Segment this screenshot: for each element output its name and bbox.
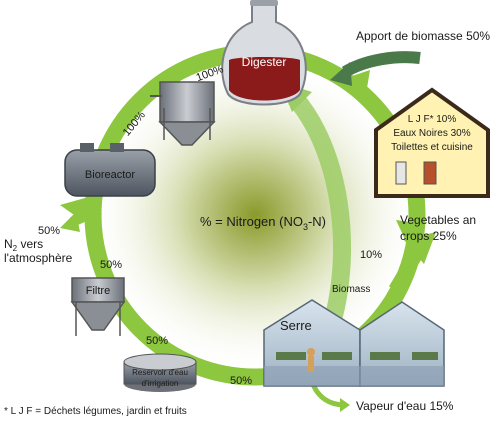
house-line1: L J F* 10% [408, 114, 457, 125]
house-line2: Eaux Noires 30% [393, 128, 470, 139]
pct-filtre-top: 50% [100, 259, 122, 271]
bioreactor-label: Bioreactor [85, 169, 135, 181]
apport-arrowhead [330, 62, 352, 86]
reservoir-tank [123, 353, 197, 392]
filtre-label: Filtre [86, 285, 110, 297]
serre-label: Serre [280, 318, 312, 333]
reservoir-label-line1: Reservoir d'eau [132, 368, 188, 377]
n2-label-line2: l'atmosphère [4, 251, 73, 265]
filtre-silo [70, 277, 126, 336]
n2-arrowhead [60, 212, 80, 232]
vegetables-arrowhead [404, 232, 436, 264]
biomass-label: Biomass [332, 284, 370, 295]
n2-label-line1: N2 vers [4, 237, 43, 253]
house-line3: Toilettes et cuisine [391, 142, 473, 153]
pct-biomass-return: 10% [360, 249, 382, 261]
vegetables-line1: Vegetables an [400, 213, 476, 227]
greenhouse [263, 299, 445, 387]
vegetables-line2: crops 25% [400, 229, 457, 243]
center-label: % = Nitrogen (NO3-N) [200, 214, 326, 232]
ring-arrow-right [396, 220, 424, 250]
reservoir-label-line2: d'irrigation [142, 379, 179, 388]
pct-filtre-bottom: 50% [146, 335, 168, 347]
vapeur-label: Vapeur d'eau 15% [356, 399, 454, 413]
house [374, 87, 490, 198]
vegetables-arrow [388, 244, 427, 294]
pct-n2-loss: 50% [38, 225, 60, 237]
footnote: * L J F = Déchets légumes, jardin et fru… [4, 406, 187, 417]
upper-silo [150, 81, 216, 146]
vapeur-arrowhead [340, 398, 350, 412]
pct-reservoir-right: 50% [230, 375, 252, 387]
biomass-return-arrow [288, 92, 352, 333]
digester-label: Digester [242, 55, 287, 69]
digester-flask [221, 0, 307, 106]
apport-arrow [341, 51, 421, 78]
bioreactor-tank [64, 143, 156, 197]
apport-label: Apport de biomasse 50% [356, 29, 490, 43]
